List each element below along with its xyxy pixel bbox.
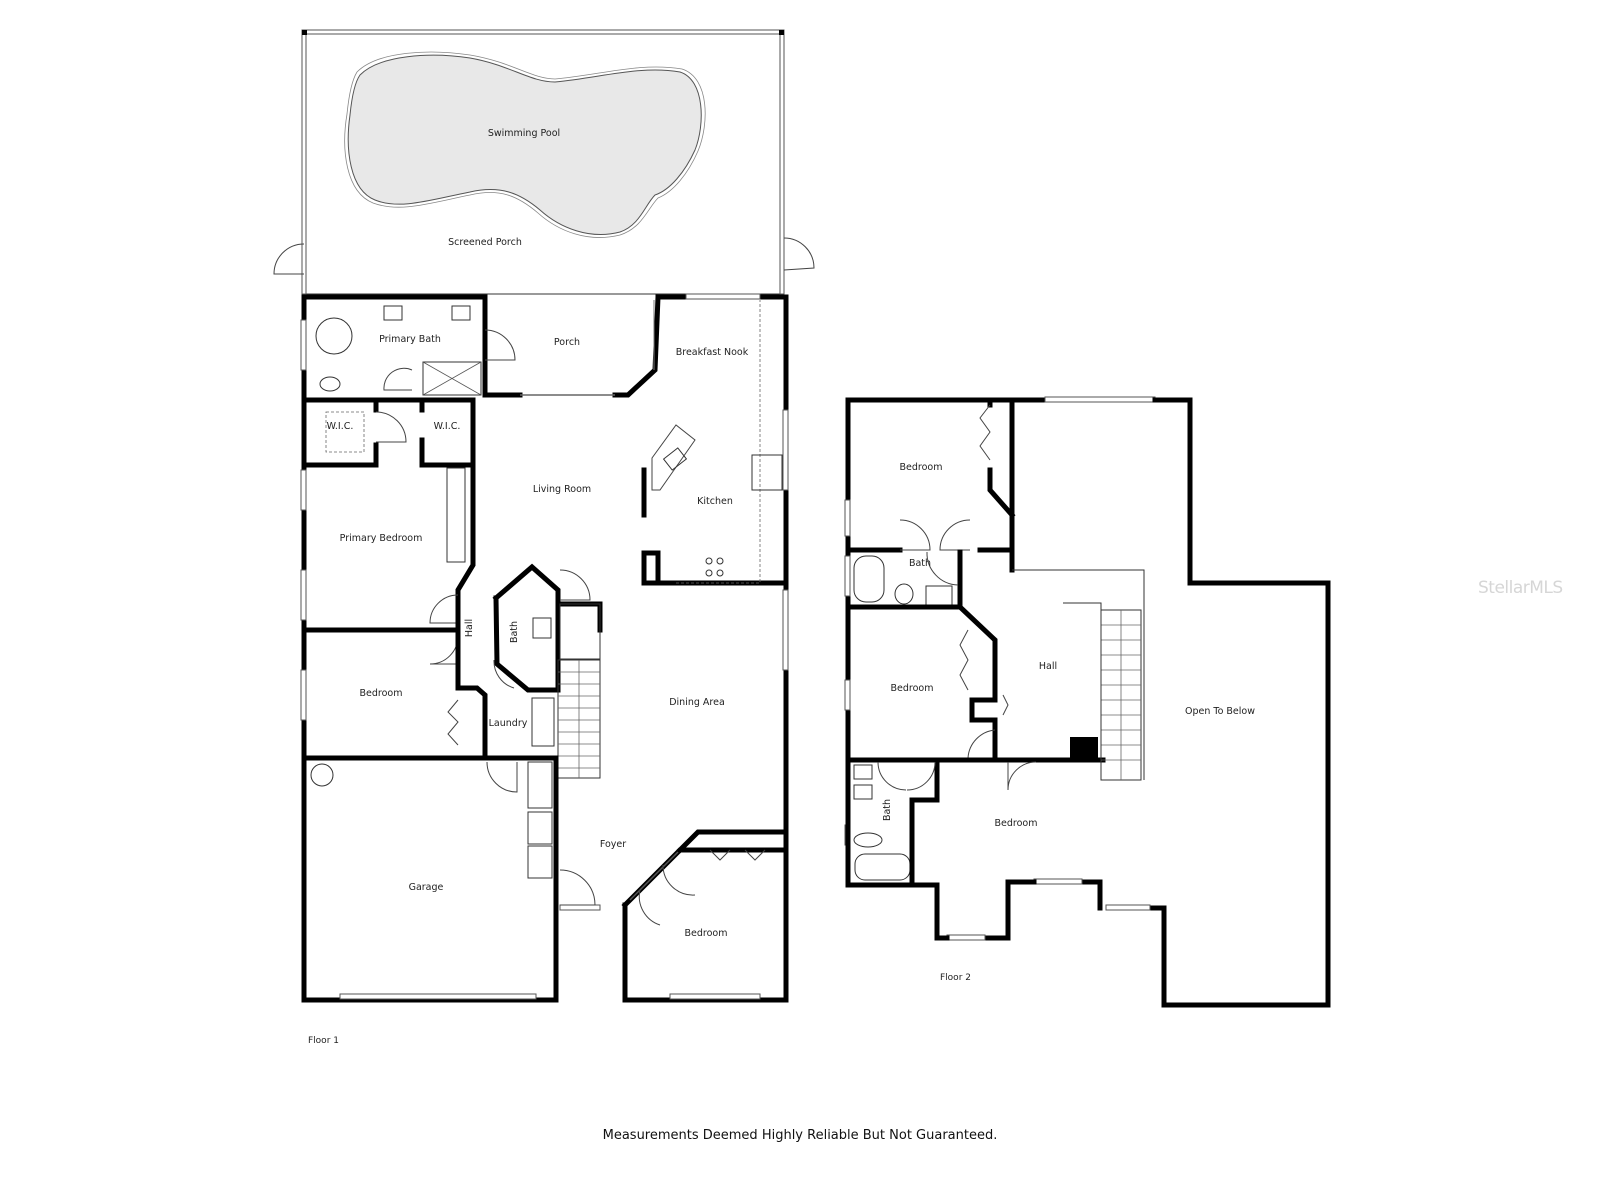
label-foyer: Foyer [600, 839, 626, 850]
label-hall: Hall [464, 619, 475, 637]
label-f2-bedroom-3: Bedroom [995, 818, 1038, 829]
swimming-pool-shape [347, 54, 702, 236]
label-laundry: Laundry [489, 718, 528, 729]
label-primary-bath: Primary Bath [379, 334, 441, 345]
toilet [319, 376, 341, 392]
label-open-to-below: Open To Below [1185, 706, 1255, 717]
room-labels: Swimming Pool Screened Porch Primary Bat… [327, 128, 1256, 939]
floor-2-plan [844, 396, 1331, 1008]
label-dining-area: Dining Area [669, 697, 725, 708]
sink [925, 585, 953, 607]
shower [422, 361, 482, 396]
label-bedroom-2: Bedroom [685, 928, 728, 939]
primary-bath-door[interactable] [484, 329, 516, 361]
washer-dryer [531, 697, 555, 747]
label-wic-2: W.I.C. [434, 421, 461, 432]
floor-2-label: Floor 2 [940, 973, 971, 983]
sink [383, 305, 403, 321]
label-bath: Bath [509, 621, 520, 643]
porch-door-right[interactable] [783, 237, 815, 271]
bathtub [854, 853, 911, 881]
wic-door[interactable] [375, 411, 407, 443]
floor-1-plan [273, 29, 815, 1003]
label-kitchen: Kitchen [697, 496, 733, 507]
label-breakfast-nook: Breakfast Nook [676, 347, 749, 358]
sink [451, 305, 471, 321]
label-primary-bedroom: Primary Bedroom [340, 533, 423, 544]
bathtub [315, 317, 353, 355]
label-swimming-pool: Swimming Pool [488, 128, 560, 139]
label-f2-bath-1: Bath [909, 558, 931, 569]
watermark: StellarMLS [1478, 578, 1563, 598]
front-door[interactable] [559, 869, 596, 906]
toilet [894, 583, 914, 605]
porch-door-left[interactable] [273, 243, 305, 275]
kitchen-island [651, 424, 696, 491]
chimney-block [1070, 737, 1098, 759]
label-f2-bath-2: Bath [882, 799, 893, 821]
garage-door[interactable] [486, 761, 518, 793]
label-f2-hall: Hall [1039, 661, 1057, 672]
water-heater [310, 763, 334, 787]
label-bedroom-1: Bedroom [360, 688, 403, 699]
label-garage: Garage [409, 882, 444, 893]
label-wic-1: W.I.C. [327, 421, 354, 432]
label-porch: Porch [554, 337, 580, 348]
bathtub [853, 555, 885, 603]
label-living-room: Living Room [533, 484, 591, 495]
label-screened-porch: Screened Porch [448, 237, 522, 248]
label-f2-bedroom-1: Bedroom [900, 462, 943, 473]
floor-1-label: Floor 1 [308, 1036, 339, 1046]
disclaimer: Measurements Deemed Highly Reliable But … [602, 1128, 998, 1143]
label-f2-bedroom-2: Bedroom [891, 683, 934, 694]
refrigerator [751, 454, 783, 491]
